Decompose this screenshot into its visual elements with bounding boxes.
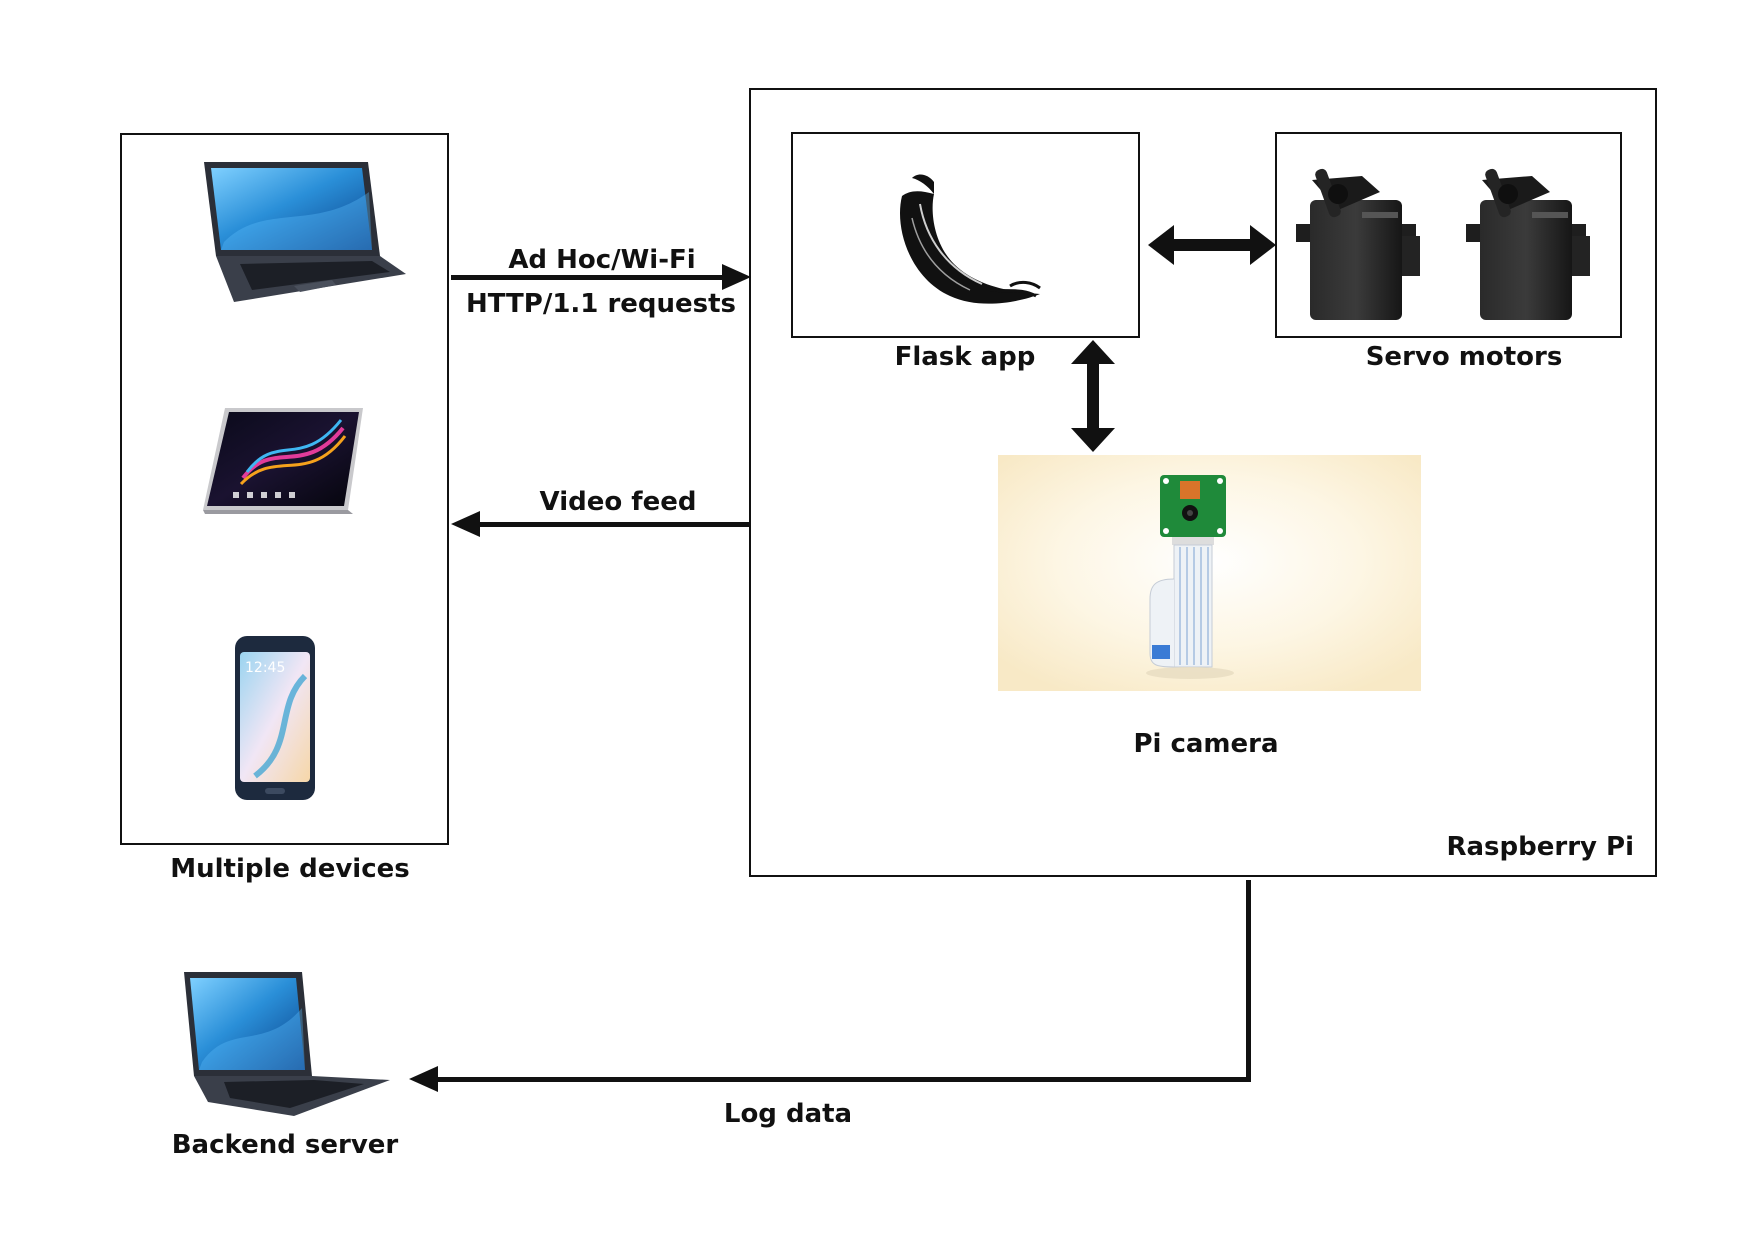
request-arrow	[451, 264, 751, 290]
pi-camera-module-icon	[1146, 475, 1234, 679]
raspberry-pi-box	[749, 88, 1657, 877]
devices-box	[120, 133, 449, 845]
request-label-line1: Ad Hoc/Wi-Fi	[508, 245, 695, 275]
flask-app-label: Flask app	[895, 342, 1036, 372]
servo-motor-icon	[1296, 168, 1420, 320]
video-feed-label: Video feed	[540, 487, 697, 517]
video-feed-arrow	[451, 511, 751, 537]
flask-app-box	[791, 132, 1140, 338]
tablet-icon	[203, 408, 363, 514]
flask-servo-double-arrow	[1148, 225, 1276, 265]
smartphone-icon: 12:45	[235, 636, 315, 800]
servo-motors-label: Servo motors	[1366, 342, 1563, 372]
backend-server-laptop-icon	[184, 972, 390, 1116]
request-label-line2: HTTP/1.1 requests	[466, 289, 736, 319]
laptop-icon	[204, 162, 406, 302]
flask-logo-icon	[900, 174, 1041, 304]
servo-motor-icon	[1466, 168, 1590, 320]
raspberry-pi-label: Raspberry Pi	[1446, 832, 1634, 862]
log-data-arrow	[409, 880, 1251, 1092]
log-data-label: Log data	[724, 1099, 852, 1129]
phone-clock: 12:45	[245, 660, 285, 676]
multiple-devices-label: Multiple devices	[170, 854, 409, 884]
pi-camera-label: Pi camera	[1133, 729, 1278, 759]
flask-camera-double-arrow	[1071, 340, 1115, 452]
backend-server-label: Backend server	[172, 1130, 399, 1160]
